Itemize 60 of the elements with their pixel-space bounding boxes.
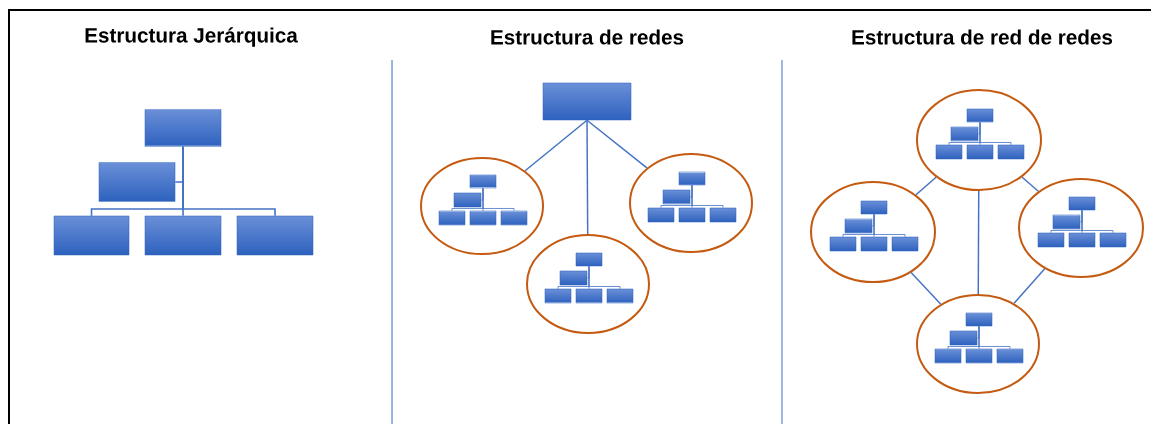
org-chart-box xyxy=(966,144,994,160)
connector-line xyxy=(977,190,980,295)
org-chart-box xyxy=(997,144,1025,160)
org-chart-box xyxy=(144,109,222,147)
org-chart-box xyxy=(678,171,706,186)
connector-line xyxy=(586,119,648,169)
heading: Estructura de redes xyxy=(491,29,684,45)
connector-line xyxy=(524,119,588,172)
connector-line xyxy=(588,265,621,290)
org-chart-box xyxy=(966,108,994,123)
org-chart-box xyxy=(1099,232,1127,248)
connector-line xyxy=(482,187,515,212)
org-chart-box xyxy=(575,252,603,267)
org-chart-box xyxy=(575,288,603,304)
org-chart-box xyxy=(236,215,314,256)
org-chart-box xyxy=(678,207,706,223)
org-chart-box xyxy=(469,210,497,226)
org-chart-box xyxy=(144,215,222,256)
connector-line xyxy=(915,176,937,196)
org-chart-box xyxy=(542,82,632,121)
connector-line xyxy=(910,271,942,305)
connector-line xyxy=(586,119,589,235)
connector-line xyxy=(691,184,724,209)
org-chart-box xyxy=(469,174,497,189)
org-chart-box xyxy=(1068,196,1096,211)
org-chart-box xyxy=(559,270,588,286)
org-chart-box xyxy=(996,348,1024,364)
org-chart-box xyxy=(544,288,572,304)
org-chart-box xyxy=(453,192,482,208)
org-chart-box xyxy=(829,236,857,252)
org-chart-box xyxy=(662,189,691,205)
org-chart-box xyxy=(891,236,919,252)
org-chart-box xyxy=(606,288,634,304)
org-chart-box xyxy=(950,126,979,142)
org-chart-box xyxy=(53,215,130,256)
connector-line xyxy=(182,145,276,217)
org-chart-box xyxy=(949,330,978,346)
org-chart-box xyxy=(647,207,675,223)
org-chart-box xyxy=(1068,232,1096,248)
org-chart-box xyxy=(935,144,963,160)
connector-line xyxy=(873,213,906,238)
org-chart-box xyxy=(934,348,962,364)
org-chart-box xyxy=(965,348,993,364)
heading: Estructura de red de redes xyxy=(852,29,1113,45)
org-chart-box xyxy=(98,162,176,202)
org-chart-box xyxy=(860,236,888,252)
org-chart-box xyxy=(709,207,737,223)
heading: Estructura Jerárquica xyxy=(85,27,298,47)
connector-line xyxy=(1081,209,1114,234)
connector-line xyxy=(1021,176,1040,192)
org-chart-box xyxy=(860,200,888,215)
org-chart-box xyxy=(965,312,993,327)
org-chart-box xyxy=(438,210,466,226)
connector-line xyxy=(1013,268,1046,305)
connector-line xyxy=(979,121,1012,146)
org-chart-box xyxy=(1052,214,1081,230)
org-chart-box xyxy=(1037,232,1065,248)
org-chart-box xyxy=(844,218,873,234)
org-chart-box xyxy=(500,210,528,226)
connector-line xyxy=(978,325,1011,350)
